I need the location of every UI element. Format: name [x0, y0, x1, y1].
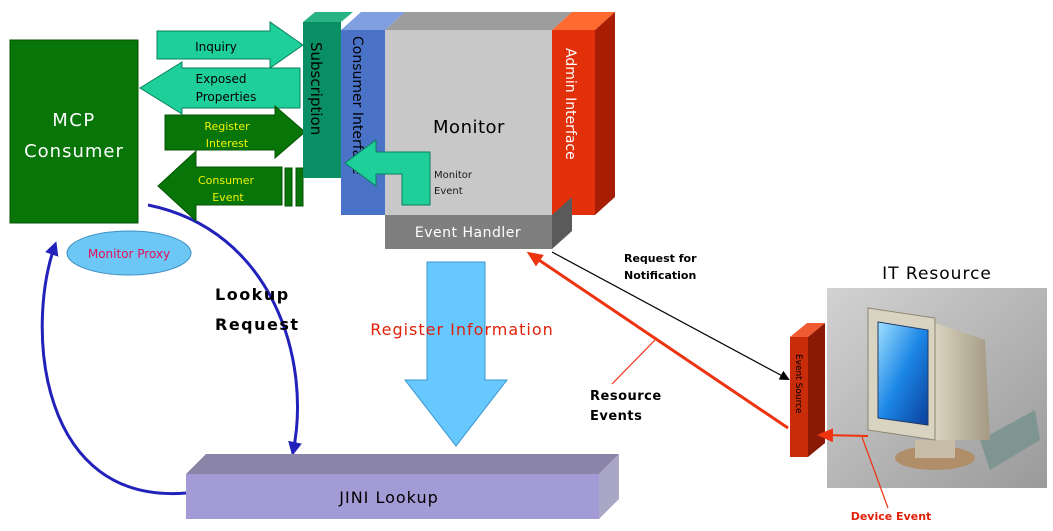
computer-monitor-icon	[867, 307, 1040, 470]
mcp-consumer-title-line1: MCP	[52, 110, 95, 131]
event-source-label: Event Source	[793, 354, 803, 414]
monitor-title: Monitor	[433, 117, 505, 138]
register-interest-label-line2: Interest	[206, 137, 249, 150]
event-handler-label: Event Handler	[415, 225, 521, 241]
resource-events-label-line2: Events	[590, 409, 642, 424]
exposed-properties-label-line2: Properties	[196, 90, 257, 104]
admin-interface-label: Admin Interface	[562, 48, 578, 160]
monitor-proxy-label: Monitor Proxy	[88, 247, 170, 261]
lookup-response-arrow	[40, 241, 187, 495]
mcp-consumer-box: MCP Consumer	[9, 39, 139, 224]
resource-events-arrow	[526, 251, 789, 430]
lookup-request-label-line1: Lookup	[215, 285, 290, 304]
jini-lookup-label: JINI Lookup	[338, 488, 439, 507]
subscription-label: Subscription	[307, 42, 325, 135]
consumer-interface-label: Consumer Interface	[349, 36, 365, 175]
inquiry-arrow: Inquiry	[156, 21, 304, 69]
monitor-event-label-line1: Monitor	[434, 170, 473, 181]
consumer-event-bar-2	[295, 167, 304, 207]
request-notification-label-line2: Notification	[624, 269, 696, 282]
admin-interface: Admin Interface	[552, 12, 615, 215]
device-event-label: Device Event	[851, 510, 932, 523]
monitor-core: Monitor	[385, 12, 572, 215]
subscription: Subscription	[303, 12, 353, 178]
exposed-properties-label-line1: Exposed	[196, 72, 247, 86]
consumer-event-arrow: Consumer Event	[157, 149, 283, 223]
request-for-notification-arrow	[551, 251, 790, 380]
event-source: Event Source	[790, 323, 825, 457]
register-interest-label-line1: Register	[204, 120, 250, 133]
consumer-event-label-line1: Consumer	[198, 174, 255, 187]
consumer-event-bar-1	[284, 167, 293, 207]
device-event-callout-line	[861, 436, 889, 509]
resource-events-label-line1: Resource	[590, 389, 662, 404]
register-information-arrow	[403, 261, 509, 447]
inquiry-label: Inquiry	[195, 40, 237, 54]
monitor-event-arrow: Monitor Event	[344, 139, 473, 206]
monitor-event-label-line2: Event	[434, 186, 463, 197]
device-event-arrow	[817, 428, 869, 443]
monitor-proxy: Monitor Proxy	[66, 230, 192, 276]
event-handler: Event Handler	[385, 197, 572, 249]
lookup-request-arrow	[147, 203, 302, 456]
jini-lookup: JINI Lookup	[186, 454, 619, 519]
register-interest-arrow: Register Interest	[164, 104, 306, 160]
consumer-event-label-line2: Event	[212, 191, 244, 204]
consumer-interface: Consumer Interface	[341, 12, 405, 215]
exposed-properties-arrow: Exposed Properties	[139, 61, 301, 115]
register-information-label: Register Information	[370, 320, 554, 339]
lookup-request-label-line2: Request	[215, 315, 300, 334]
resource-events-callout-line	[611, 339, 656, 385]
mcp-consumer-title-line2: Consumer	[24, 141, 124, 162]
it-resource-title: IT Resource	[882, 264, 992, 284]
request-notification-label-line1: Request for	[624, 252, 697, 265]
